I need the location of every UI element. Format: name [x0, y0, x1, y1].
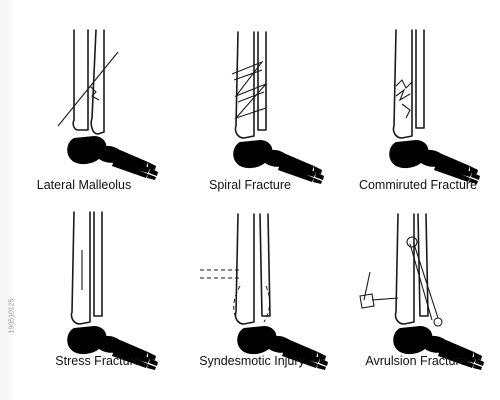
panel-lateral-drawing — [67, 29, 158, 180]
panel-spiral-drawing — [233, 31, 324, 184]
syndesmosis-gap-marks — [200, 269, 271, 323]
side-strip — [0, 0, 12, 400]
label-syndesmotic-injury: Syndesmotic Injury — [199, 354, 305, 368]
label-stress-fracture: Stress Fracture — [55, 354, 141, 368]
label-lateral-malleolus: Lateral Malleolus — [36, 178, 132, 192]
panel-stress-drawing — [67, 211, 158, 370]
comminuted-fragments — [395, 79, 413, 119]
label-avulsion-fracture: Avrulsion Fracture — [365, 354, 467, 368]
label-spiral-fracture: Spiral Fracture — [209, 178, 291, 192]
crack-zigzag-lateral — [89, 85, 100, 101]
label-comminuted-fracture: Commiruted Fracture — [358, 178, 478, 192]
panel-syndesmotic-drawing — [234, 213, 328, 370]
fracture-line-lateral — [57, 51, 119, 127]
spiral-fracture-lines — [231, 60, 267, 120]
panel-comminuted-drawing — [389, 29, 480, 184]
panel-avulsion-drawing — [393, 213, 484, 370]
avulsion-ligaments — [359, 236, 443, 327]
